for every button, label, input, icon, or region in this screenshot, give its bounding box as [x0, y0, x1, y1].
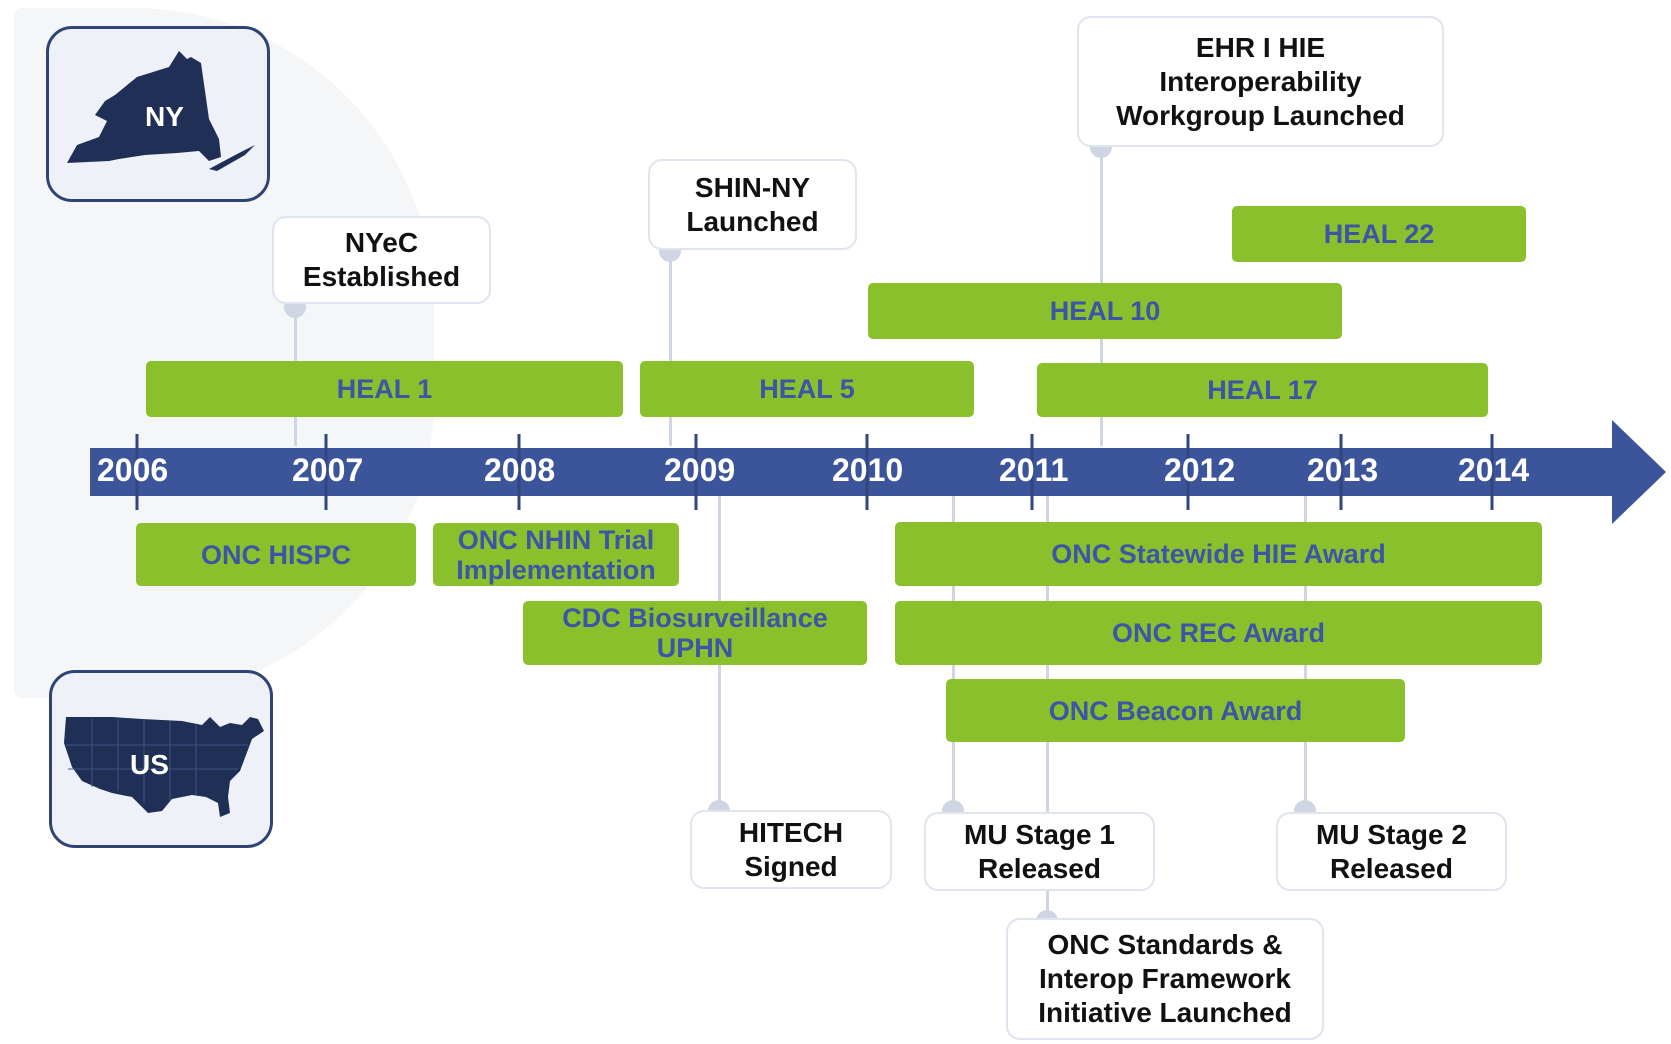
- ny-region-badge: NY: [46, 26, 270, 202]
- hitech-signed-callout: HITECH Signed: [690, 810, 892, 889]
- heal-1-bar: HEAL 1: [146, 361, 623, 417]
- year-label-2011: 2011: [999, 452, 1069, 488]
- heal-17-bar: HEAL 17: [1037, 363, 1488, 417]
- cdc-biosurveillance-bar: CDC Biosurveillance UPHN: [523, 601, 867, 665]
- year-label-2006: 2006: [97, 452, 169, 488]
- shin-ny-launched-callout: SHIN-NY Launched: [648, 159, 857, 250]
- ny-state-map-icon: [67, 51, 255, 171]
- ny-label: NY: [145, 101, 184, 132]
- year-label-2009: 2009: [664, 452, 736, 488]
- year-label-2014: 2014: [1458, 452, 1530, 488]
- onc-statewide-hie-bar: ONC Statewide HIE Award: [895, 522, 1542, 586]
- heal-22-bar: HEAL 22: [1232, 206, 1526, 262]
- heal-5-bar: HEAL 5: [640, 361, 974, 417]
- heal-10-bar: HEAL 10: [868, 283, 1342, 339]
- onc-standards-interop-callout: ONC Standards & Interop Framework Initia…: [1006, 918, 1324, 1040]
- nyec-established-callout: NYeC Established: [272, 216, 491, 304]
- year-label-2012: 2012: [1164, 452, 1236, 488]
- us-label: US: [130, 749, 169, 780]
- mu-stage-2-callout: MU Stage 2 Released: [1276, 812, 1507, 891]
- ehr-hie-workgroup-callout: EHR I HIE Interoperability Workgroup Lau…: [1077, 16, 1444, 147]
- year-label-2008: 2008: [484, 452, 556, 488]
- us-region-badge: US: [49, 670, 273, 848]
- year-label-2013: 2013: [1307, 452, 1379, 488]
- us-map-icon: [64, 717, 264, 817]
- mu-stage-1-callout: MU Stage 1 Released: [924, 812, 1155, 891]
- onc-beacon-award-bar: ONC Beacon Award: [946, 679, 1405, 742]
- onc-hispc-bar: ONC HISPC: [136, 523, 416, 586]
- shin-ny-stem: [669, 250, 672, 446]
- year-label-2010: 2010: [832, 452, 904, 488]
- year-label-2007: 2007: [292, 452, 364, 488]
- onc-rec-award-bar: ONC REC Award: [895, 601, 1542, 665]
- onc-nhin-trial-bar: ONC NHIN Trial Implementation: [433, 523, 679, 586]
